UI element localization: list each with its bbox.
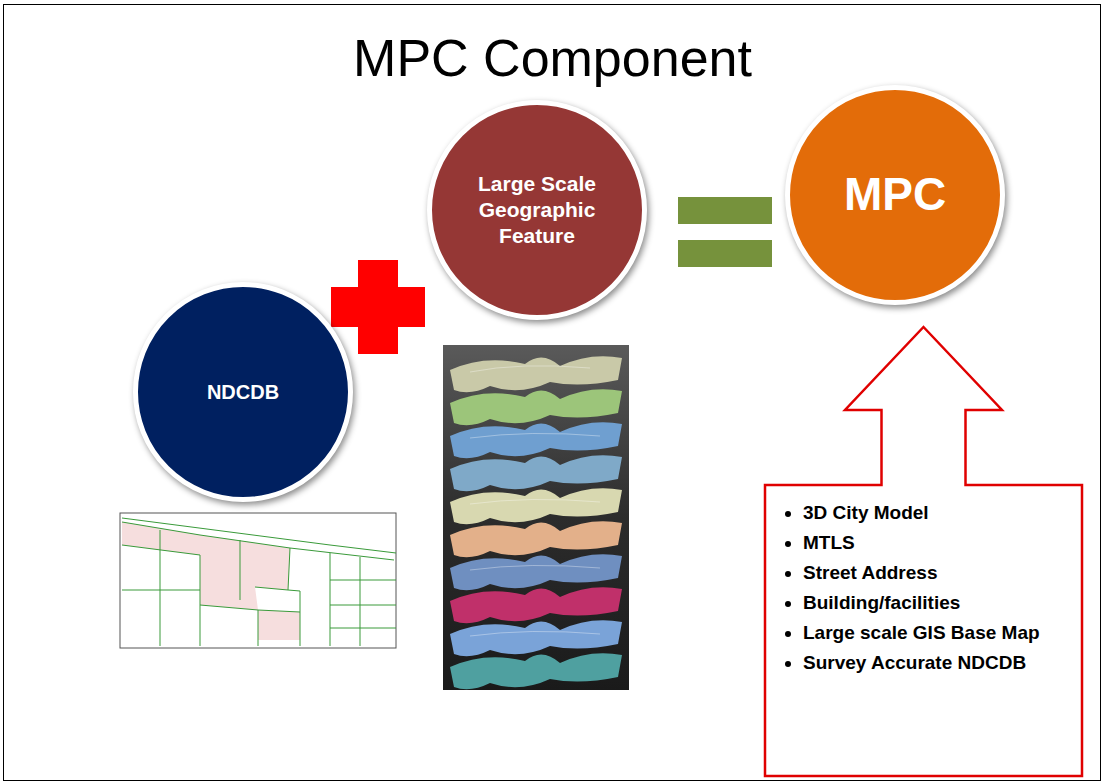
cadastral-map xyxy=(120,513,396,648)
list-item: Large scale GIS Base Map xyxy=(803,619,1074,646)
node-text: NDCDB xyxy=(207,380,279,405)
map-layer-stack xyxy=(443,345,629,690)
page-frame xyxy=(4,5,1101,781)
diagram-title: MPC Component xyxy=(0,28,1105,88)
equals-sign xyxy=(678,197,772,267)
ndcdb-circle: NDCDB xyxy=(133,282,353,502)
list-item: 3D City Model xyxy=(803,499,1074,526)
mpc-circle: MPC xyxy=(785,85,1005,305)
list-item: MTLS xyxy=(803,529,1074,556)
arrow-callout: 3D City ModelMTLS Street AddressBuilding/… xyxy=(763,325,1084,778)
list-item: Survey Accurate NDCDB xyxy=(803,649,1074,676)
node-text: MPC xyxy=(844,166,946,224)
feature-circle: Large Scale Geographic Feature xyxy=(427,100,647,320)
list-item: Building/facilities xyxy=(803,589,1074,616)
bullet-list: 3D City ModelMTLS Street AddressBuilding/… xyxy=(763,499,1084,679)
list-item: Street Address xyxy=(803,559,1074,586)
arrow-border xyxy=(765,327,1082,776)
plus-sign xyxy=(331,260,425,354)
node-text: Large Scale Geographic Feature xyxy=(460,171,614,250)
